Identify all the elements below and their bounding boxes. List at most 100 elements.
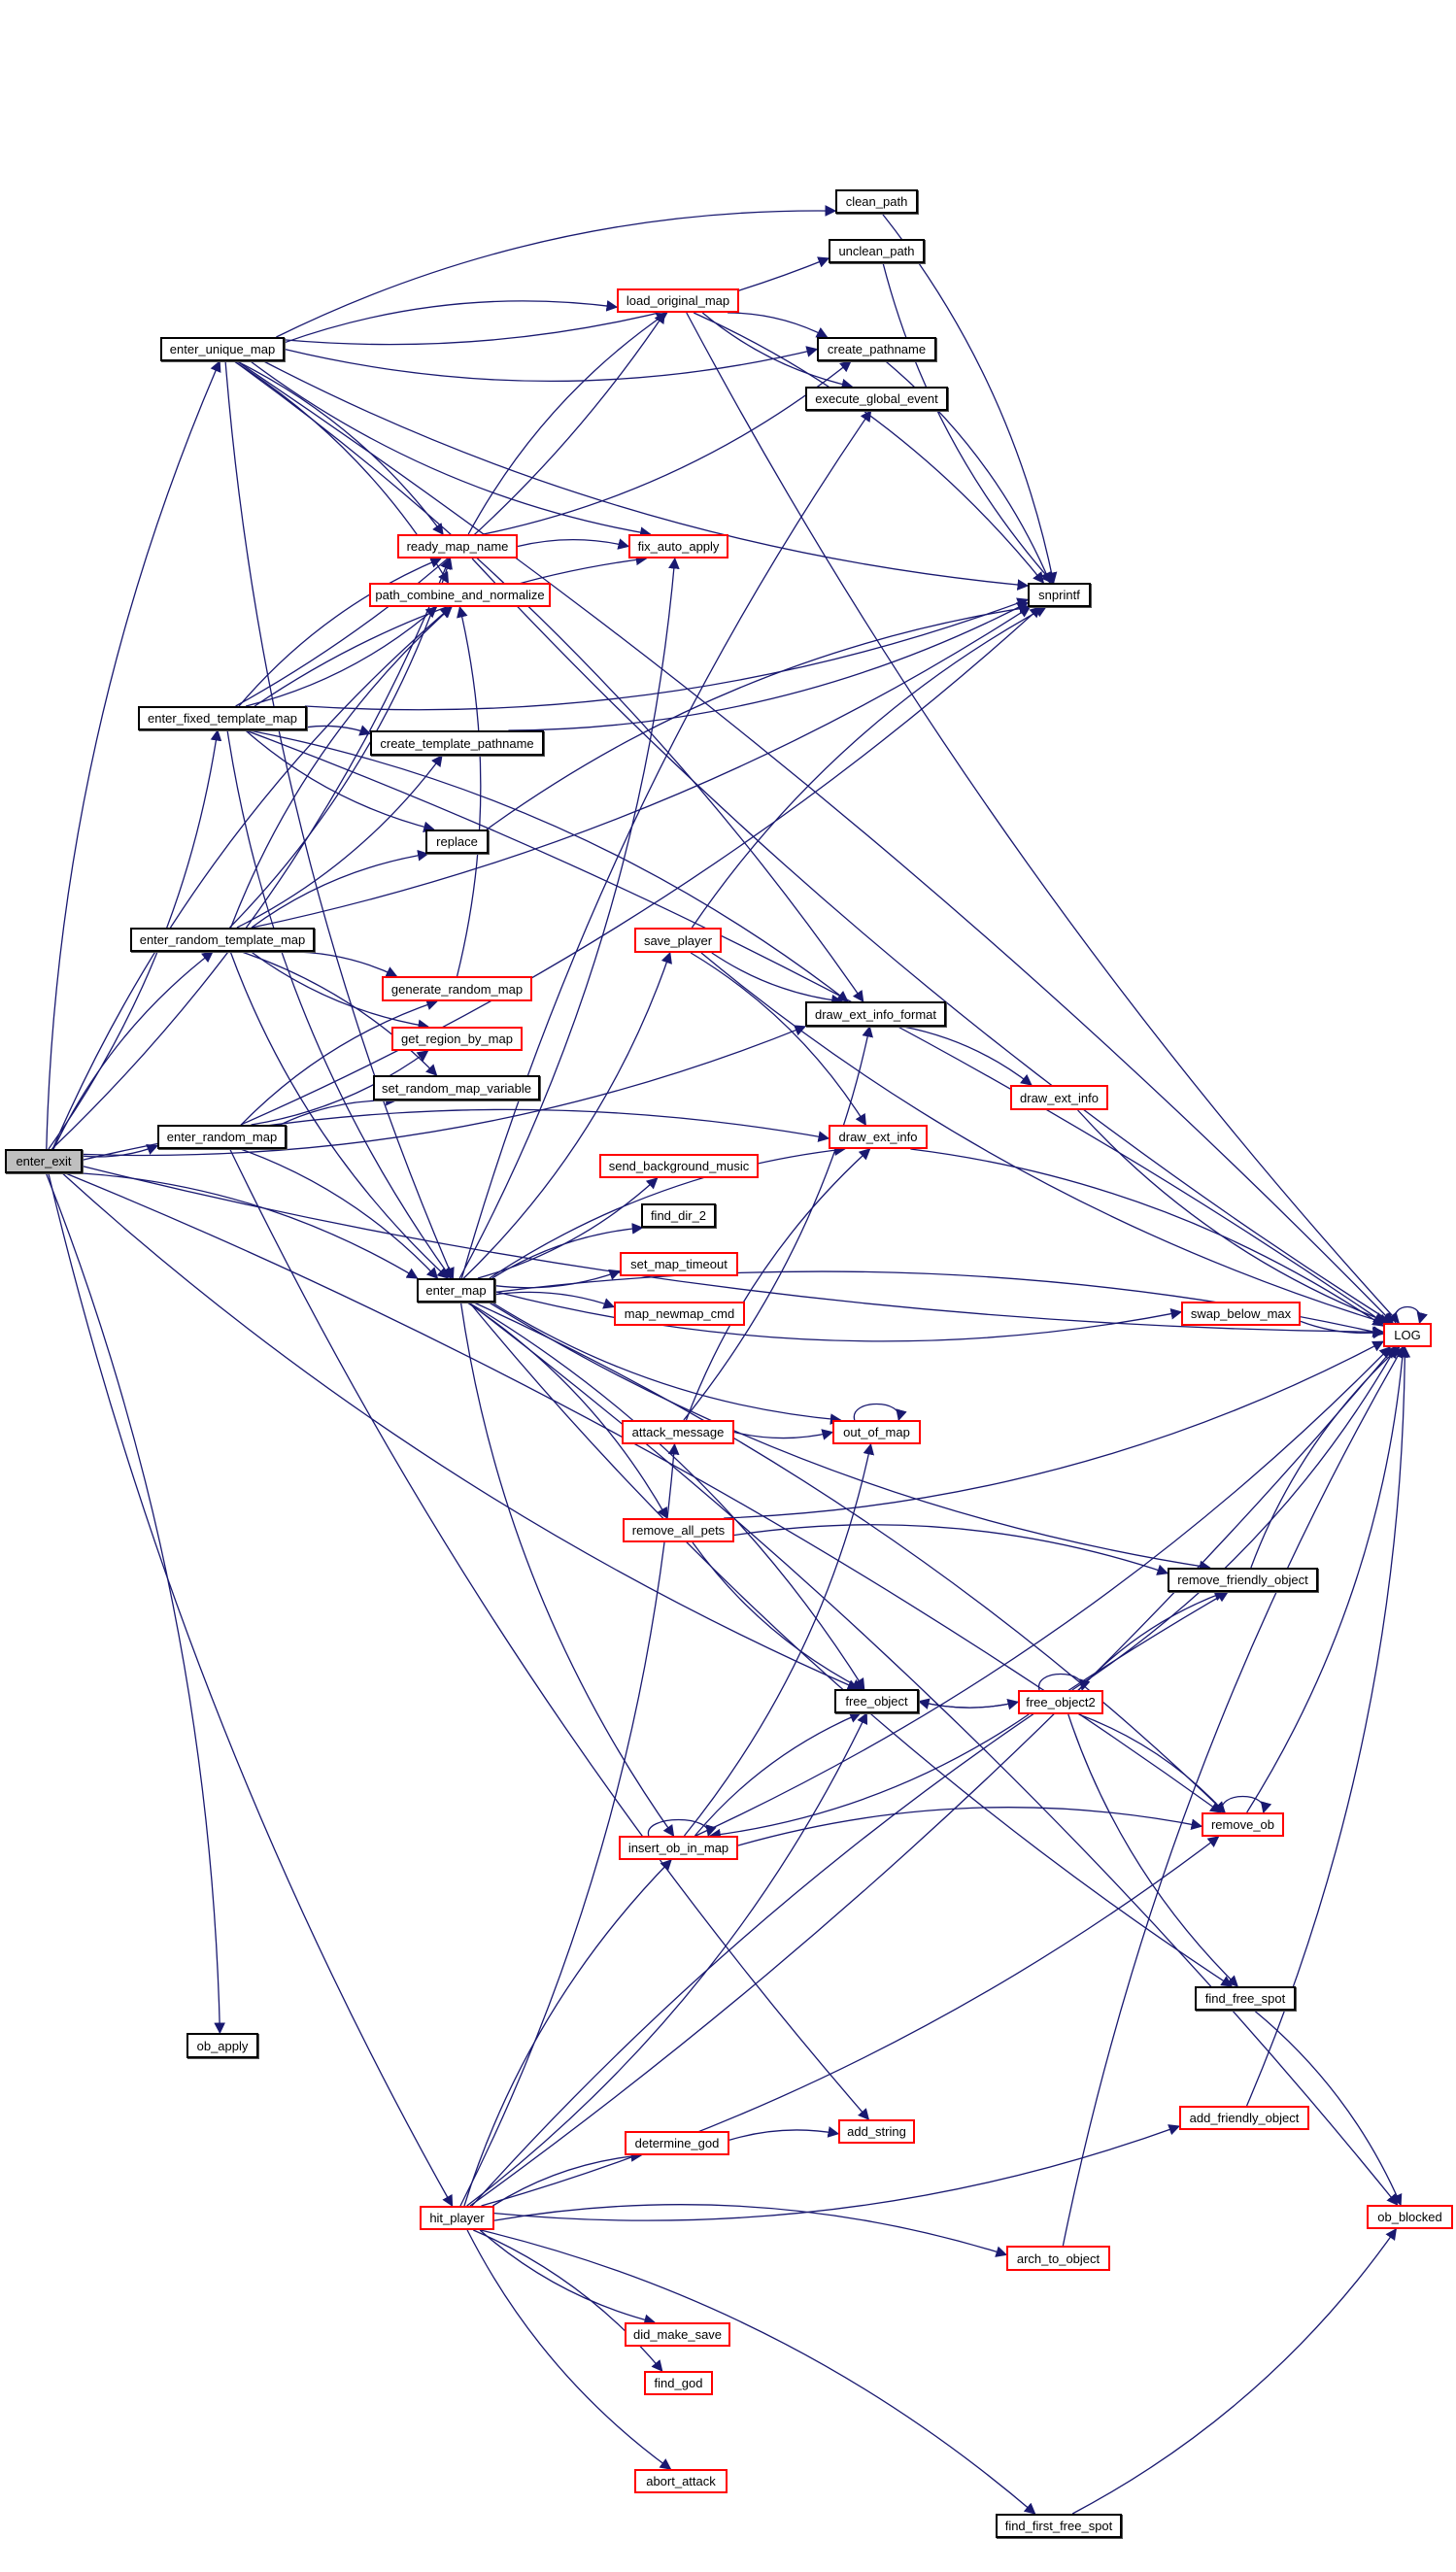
edge-enter_unique_map-to-enter_map [224,360,455,1280]
node-enter-map[interactable]: enter_map [417,1278,495,1303]
edge-generate_random_map-to-path_combine_and_normalize [456,605,482,977]
edge-enter_exit-to-draw_ext_info_format [82,1025,807,1157]
edge-enter_map-to-find_free_spot [468,1302,1234,1987]
node-remove-ob[interactable]: remove_ob [1202,1812,1284,1837]
edge-free_object2-to-LOG [1071,1345,1397,1691]
node-find-free-spot[interactable]: find_free_spot [1195,1986,1296,2011]
node-attack-message[interactable]: attack_message [622,1420,734,1444]
node-unclean-path[interactable]: unclean_path [829,239,925,263]
node-abort-attack[interactable]: abort_attack [634,2469,728,2493]
node-remove-friendly-object[interactable]: remove_friendly_object [1168,1568,1318,1592]
node-enter-fixed-template-map[interactable]: enter_fixed_template_map [138,706,307,730]
node-get-region-by-map[interactable]: get_region_by_map [391,1027,523,1051]
node-save-player[interactable]: save_player [634,928,722,953]
edge-create_pathname-to-snprintf [885,360,1052,585]
edge-enter_map-to-fix_auto_apply [458,557,680,1279]
node-find-god[interactable]: find_god [644,2371,713,2395]
edge-enter_exit-to-LOG [82,1165,1385,1338]
edge-enter_random_map-to-set_random_map_variable [280,1094,397,1126]
node-find-first-free-spot[interactable]: find_first_free_spot [996,2514,1122,2538]
edge-enter_exit-to-ob_apply [45,1172,225,2035]
edge-enter_fixed_template_map-to-replace [245,729,435,833]
node-ob-blocked[interactable]: ob_blocked [1367,2205,1453,2229]
edge-enter_fixed_template_map-to-LOG [245,729,1385,1324]
edge-enter_fixed_template_map-to-ready_map_name [238,557,442,707]
node-create-template-pathname[interactable]: create_template_pathname [370,730,544,756]
edge-enter_exit-to-ready_map_name [51,557,452,1150]
node-set-map-timeout[interactable]: set_map_timeout [620,1252,738,1276]
node-free-object[interactable]: free_object [834,1689,919,1713]
node-remove-all-pets[interactable]: remove_all_pets [623,1518,734,1542]
edge-replace-to-snprintf [486,602,1032,830]
node-generate-random-map[interactable]: generate_random_map [382,976,532,1001]
edge-enter_unique_map-to-clean_path [276,205,837,338]
edge-enter_fixed_template_map-to-enter_map [226,729,453,1279]
edge-find_free_spot-to-ob_blocked [1253,2010,1403,2207]
edge-attack_message-to-out_of_map [733,1429,834,1440]
node-fix-auto-apply[interactable]: fix_auto_apply [628,534,728,558]
node-draw-ext-info[interactable]: draw_ext_info [1010,1085,1108,1110]
node-find-dir-2[interactable]: find_dir_2 [641,1203,716,1228]
edge-remove_all_pets-to-remove_friendly_object [733,1524,1169,1575]
edge-determine_god-to-add_string [728,2126,840,2141]
edge-enter_unique_map-to-unclean_path [284,256,830,346]
node-insert-ob-in-map[interactable]: insert_ob_in_map [619,1836,738,1860]
node-did-make-save[interactable]: did_make_save [625,2322,730,2347]
edge-enter_random_template_map-to-path_combine_and_normalize [229,606,453,929]
edge-hit_player-to-find_god [473,2229,663,2372]
node-map-newmap-cmd[interactable]: map_newmap_cmd [614,1302,745,1326]
edge-enter_fixed_template_map-to-create_template_pathname [306,725,372,736]
node-ready-map-name[interactable]: ready_map_name [397,534,518,558]
edge-enter_random_template_map-to-ready_map_name [229,557,453,929]
edge-remove_all_pets-to-LOG [724,1340,1385,1519]
node-swap-below-max[interactable]: swap_below_max [1181,1302,1301,1326]
edge-enter_map-to-find_dir_2 [491,1223,644,1279]
edge-remove_ob-to-LOG [1246,1345,1408,1813]
node-replace[interactable]: replace [425,829,489,854]
edge-insert_ob_in_map-to-remove_ob [737,1807,1203,1846]
edge-enter_random_map-to-add_string [229,1148,870,2120]
node-enter-unique-map[interactable]: enter_unique_map [160,337,285,361]
edge-enter_random_template_map-to-snprintf [252,606,1032,929]
node-send-background-music[interactable]: send_background_music [599,1154,759,1178]
node-hit-player[interactable]: hit_player [420,2206,494,2230]
edge-load_original_map-to-LOG [686,312,1400,1324]
node-execute-global-event[interactable]: execute_global_event [805,387,948,411]
node-create-pathname[interactable]: create_pathname [817,337,936,361]
edge-insert_ob_in_map-to-out_of_map [683,1442,875,1837]
edge-enter_random_map-to-generate_random_map [240,998,439,1126]
edge-enter_exit-to-enter_random_template_map [52,951,214,1150]
edge-enter_map-to-remove_ob [473,1302,1226,1813]
node-add-string[interactable]: add_string [838,2119,915,2144]
node-set-random-map-variable[interactable]: set_random_map_variable [373,1075,540,1100]
node-arch-to-object[interactable]: arch_to_object [1006,2246,1110,2271]
node-load-original-map[interactable]: load_original_map [617,288,739,313]
node-out-of-map[interactable]: out_of_map [832,1420,921,1444]
node-enter-random-template-map[interactable]: enter_random_template_map [130,928,315,952]
edge-hit_player-to-find_first_free_spot [480,2229,1036,2515]
edge-enter_random_template_map-to-enter_map [229,951,450,1279]
edge-save_player-to-draw_ext_info_b [690,952,866,1126]
node-path-combine-and-normalize[interactable]: path_combine_and_normalize [369,583,551,607]
edge-load_original_map-to-snprintf [693,312,1045,584]
edge-insert_ob_in_map-to-LOG [695,1346,1392,1837]
node-clean-path[interactable]: clean_path [835,189,918,214]
node-add-friendly-object[interactable]: add_friendly_object [1179,2106,1309,2130]
edge-enter_random_template_map-to-get_region_by_map [251,951,430,1032]
node-ob-apply[interactable]: ob_apply [186,2033,258,2058]
node-enter-random-map[interactable]: enter_random_map [157,1125,287,1149]
edge-enter_map-to-free_object [467,1302,865,1690]
node-snprintf[interactable]: snprintf [1028,583,1091,607]
edge-load_original_map-to-execute_global_event [701,312,854,390]
edge-save_player-to-draw_ext_info_format [711,952,843,1006]
edge-arch_to_object-to-LOG [1062,1345,1404,2247]
node-free-object2[interactable]: free_object2 [1018,1690,1103,1714]
edge-enter_map-to-remove_friendly_object [489,1302,1211,1573]
node-log[interactable]: LOG [1383,1323,1432,1347]
node-draw-ext-info[interactable]: draw_ext_info [829,1125,928,1149]
node-determine-god[interactable]: determine_god [625,2131,729,2155]
edge-enter_map-to-set_map_timeout [494,1269,622,1289]
edge-enter_map-to-save_player [462,951,672,1279]
node-draw-ext-info-format[interactable]: draw_ext_info_format [805,1001,946,1027]
edge-enter_map-to-out_of_map [491,1302,842,1425]
